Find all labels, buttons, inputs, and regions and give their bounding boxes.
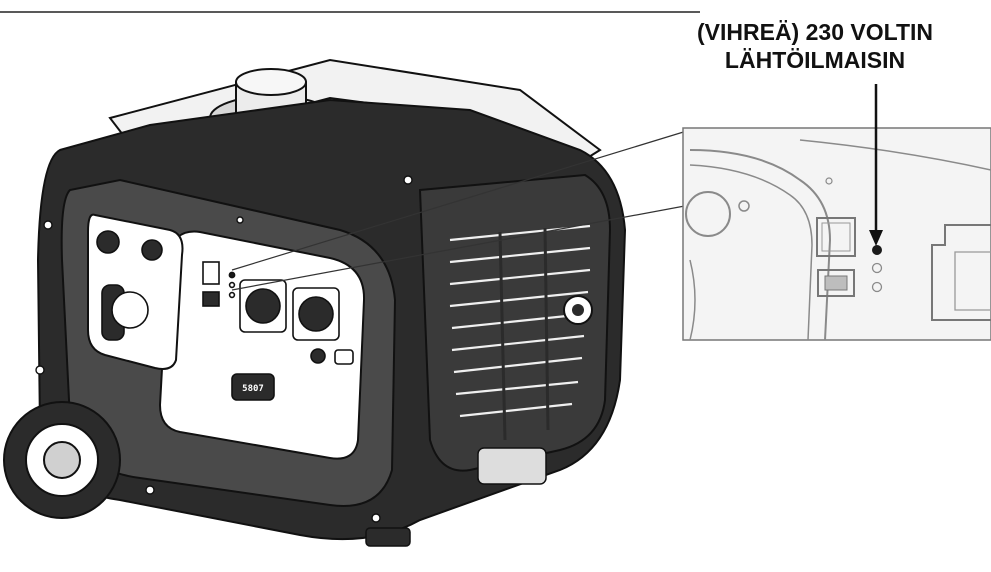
dc-terminal <box>310 348 326 364</box>
choke-knob <box>96 230 120 254</box>
zoom-led-3 <box>871 281 883 293</box>
socket-2-face <box>298 296 334 332</box>
zoom-panel-edge <box>689 149 832 341</box>
zoom-screw-2 <box>825 177 833 185</box>
zoom-main-switch-inner <box>821 222 851 252</box>
fuel-cap-top <box>235 68 307 96</box>
control-panel <box>158 230 366 460</box>
side-panel <box>418 173 612 472</box>
led-indicator-icon <box>872 245 882 255</box>
hour-meter-text: 5807 <box>242 384 264 394</box>
zoom-top-curve <box>799 139 991 171</box>
zoom-shell-curve <box>689 259 696 341</box>
screws <box>35 175 413 523</box>
zoom-main-switch <box>816 217 856 257</box>
zoom-knob-partial <box>685 191 731 237</box>
callout-line-1: (VIHREÄ) 230 VOLTIN <box>697 19 933 45</box>
callout-label: (VIHREÄ) 230 VOLTIN LÄHTÖILMAISIN <box>650 18 980 74</box>
zoom-line-top <box>231 129 691 271</box>
indicator-led-2 <box>228 281 236 289</box>
zoom-socket <box>931 224 991 321</box>
eco-switch <box>202 291 220 307</box>
socket-1-face <box>245 288 281 324</box>
zoom-panel-edge-2 <box>689 164 813 341</box>
zoom-socket-inner <box>954 251 991 311</box>
wheel <box>3 401 121 519</box>
zoom-frame <box>682 127 991 341</box>
fuel-knob <box>141 239 163 261</box>
indicator-led-green <box>228 271 236 279</box>
bottom-vent <box>477 447 547 485</box>
zoom-eco-switch <box>817 269 855 297</box>
main-switch <box>202 261 220 285</box>
zoom-led-2 <box>871 262 883 274</box>
callout-line-2: LÄHTÖILMAISIN <box>724 47 906 73</box>
recoil-housing <box>111 291 149 329</box>
wheel-hub <box>43 441 81 479</box>
hour-meter <box>231 373 275 401</box>
louvers <box>449 224 591 441</box>
zoom-screw <box>738 200 750 212</box>
zoom-line-bottom <box>231 204 691 291</box>
reset-button <box>334 349 354 365</box>
side-knob-center <box>572 304 584 316</box>
panel-items <box>202 261 354 401</box>
zoom-eco-switch-inner <box>824 275 848 291</box>
arrow-down-icon <box>869 84 883 246</box>
foot <box>365 527 411 547</box>
indicator-led-3 <box>228 291 236 299</box>
start-controls <box>96 230 163 341</box>
zoom-inset <box>682 127 991 341</box>
